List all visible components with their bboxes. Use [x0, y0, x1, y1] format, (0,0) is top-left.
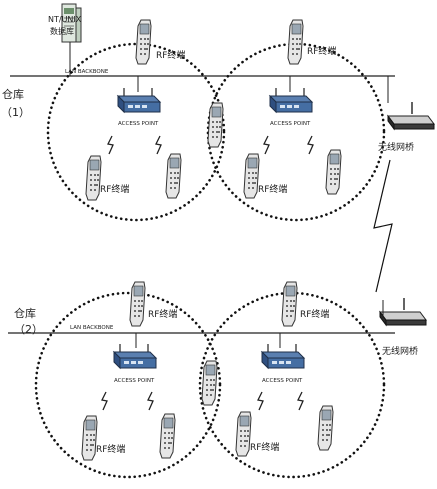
warehouse-2-number: （2）	[14, 323, 43, 336]
access-point-label: ACCESS POINT	[270, 121, 311, 127]
rf-terminal-icon	[165, 153, 182, 199]
rf-terminal-label: RF终端	[250, 441, 279, 453]
rf-terminal-icon	[281, 281, 298, 327]
rf-terminal-label: RF终端	[258, 183, 287, 195]
wireless-bridge-label: 无线网桥	[378, 141, 414, 153]
access-point-icon	[113, 343, 157, 369]
signal-icon	[107, 135, 114, 155]
rf-terminal-icon	[317, 405, 334, 451]
rf-terminal-icon	[325, 149, 342, 195]
rf-terminal-label: RF终端	[96, 443, 125, 455]
signal-icon	[307, 135, 314, 155]
coverage-cell-2a	[34, 291, 222, 479]
rf-terminal-label: RF终端	[307, 45, 336, 57]
rf-terminal-icon	[135, 19, 152, 65]
server-label-os: NT/UNIX	[48, 15, 82, 24]
warehouse-1-name: 仓库	[2, 87, 24, 101]
warehouse-1-number: （1）	[1, 106, 30, 119]
wireless-bridge-icon	[387, 101, 435, 130]
rf-terminal-icon	[85, 155, 102, 201]
rf-terminal-icon	[81, 415, 98, 461]
rf-terminal-icon	[287, 19, 304, 65]
server-label-db: 数据库	[50, 26, 74, 36]
rf-terminal-icon	[235, 411, 252, 457]
rf-terminal-icon	[129, 281, 146, 327]
rf-terminal-label: RF终端	[148, 308, 177, 320]
wireless-bridge-icon	[379, 297, 427, 326]
access-point-label: ACCESS POINT	[118, 121, 159, 127]
coverage-cell-1a	[46, 42, 226, 222]
access-point-icon	[117, 87, 161, 113]
signal-icon	[263, 135, 270, 155]
warehouse-2-name: 仓库	[14, 306, 36, 320]
rf-terminal-label: RF终端	[100, 183, 129, 195]
rf-terminal-icon	[159, 413, 176, 459]
access-point-label: ACCESS POINT	[262, 378, 303, 384]
wireless-bridge-label: 无线网桥	[382, 345, 418, 357]
rf-terminal-icon	[207, 102, 224, 148]
signal-icon	[155, 135, 162, 155]
rf-terminal-label: RF终端	[156, 49, 185, 61]
lan-backbone-label-2: LAN BACKBONE	[70, 325, 114, 331]
signal-icon	[147, 391, 154, 411]
wireless-link	[373, 159, 393, 293]
signal-icon	[101, 391, 108, 411]
signal-icon	[297, 391, 304, 411]
access-point-icon	[269, 87, 313, 113]
signal-icon	[257, 391, 264, 411]
server-icon	[61, 3, 82, 43]
rf-terminal-label: RF终端	[300, 308, 329, 320]
rf-terminal-icon	[201, 360, 218, 406]
coverage-cell-1b	[206, 42, 386, 222]
access-point-label: ACCESS POINT	[114, 378, 155, 384]
access-point-icon	[261, 343, 305, 369]
lan-backbone-label-1: LAN BACKBONE	[65, 69, 109, 75]
rf-terminal-icon	[243, 153, 260, 199]
